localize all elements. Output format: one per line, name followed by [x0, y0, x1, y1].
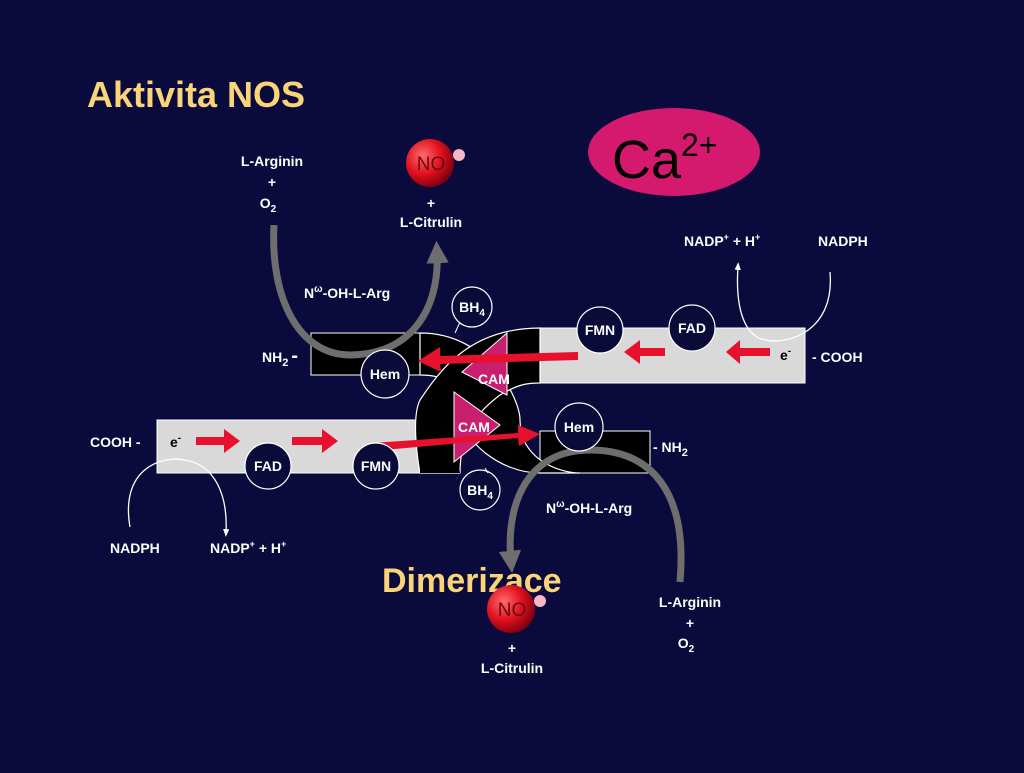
top-bh4-label: BH4	[459, 299, 485, 319]
top-substrate-plus: +	[268, 174, 276, 190]
bottom-intermediate: Nω-OH-L-Arg	[546, 499, 632, 516]
bottom-n-terminus: - NH2	[653, 439, 688, 459]
bottom-no-sphere	[487, 585, 535, 633]
top-fad-circle	[668, 304, 716, 352]
top-electron-label: e-	[780, 346, 791, 363]
top-cam-label: CAM	[478, 371, 510, 387]
bottom-product-plus: +	[508, 640, 516, 656]
bottom-bh4-label: BH4	[467, 482, 493, 502]
bottom-no-radical-dot	[534, 595, 546, 607]
electron-arrows	[196, 340, 770, 453]
bottom-electron-label: e-	[170, 433, 181, 450]
top-c-terminus: - COOH	[812, 349, 863, 365]
top-intermediate: Nω-OH-L-Arg	[304, 284, 390, 301]
top-heme-circle	[360, 349, 410, 399]
bottom-cam-triangle	[453, 391, 501, 464]
top-nadph-label: NADPH	[818, 233, 868, 249]
bottom-bh4-circle	[459, 469, 501, 511]
top-fad-label: FAD	[678, 320, 706, 336]
bottom-fad-circle	[244, 442, 292, 490]
top-n-terminus: NH2-	[262, 345, 298, 369]
slide-title: Aktivita NOS	[87, 74, 305, 115]
bottom-arrow-fad	[292, 429, 338, 453]
bottom-no-product: NO	[487, 585, 546, 633]
top-fmn-circle	[576, 306, 624, 354]
bottom-bh4-tick	[484, 467, 489, 474]
top-no-radical-dot	[453, 149, 465, 161]
bottom-substrate-arginine: L-Arginin	[659, 594, 721, 610]
top-heme-label: Hem	[370, 366, 400, 382]
bottom-fmn-label: FMN	[361, 458, 391, 474]
bottom-nadp-label: NADP+ + H+	[210, 539, 286, 556]
bottom-fmn-circle	[352, 442, 400, 490]
top-no-sphere	[406, 139, 454, 187]
bottom-no-label: NO	[498, 600, 527, 621]
top-substrate-arginine: L-Arginin	[241, 153, 303, 169]
calcium-ellipse	[588, 108, 760, 196]
top-oxygenation-arrow	[270, 224, 449, 359]
top-nadp-label: NADP+ + H+	[684, 232, 760, 249]
top-product-citrulline: L-Citrulin	[400, 214, 462, 230]
bottom-c-terminus: COOH -	[90, 434, 141, 450]
calcium-badge: Ca2+	[588, 108, 760, 196]
top-substrate-o2: O2	[260, 195, 277, 215]
top-arrow-fmn	[624, 340, 665, 364]
top-arrow-fad	[726, 340, 770, 364]
top-bh4-circle	[451, 286, 493, 328]
bottom-nadph-label: NADPH	[110, 540, 160, 556]
bottom-heme-label: Hem	[564, 419, 594, 435]
calcium-label: Ca2+	[612, 127, 718, 190]
bottom-arrow-heme	[372, 425, 540, 451]
bottom-oxygenation-arrow	[498, 446, 685, 583]
bottom-cam-label: CAM	[458, 419, 490, 435]
bottom-arrow-e	[196, 429, 240, 453]
bottom-fad-label: FAD	[254, 458, 282, 474]
top-nadph-arrow	[734, 262, 831, 342]
bottom-substrate-o2: O2	[678, 635, 695, 655]
top-no-label: NO	[417, 154, 446, 175]
top-arrow-heme	[418, 347, 578, 372]
top-fmn-label: FMN	[585, 322, 615, 338]
top-no-product: NO	[406, 139, 465, 187]
bottom-product-citrulline: L-Citrulin	[481, 660, 543, 676]
bottom-substrate-plus: +	[686, 615, 694, 631]
bottom-heme-circle	[554, 402, 604, 452]
top-product-plus: +	[427, 195, 435, 211]
bottom-nadph-arrow	[127, 458, 230, 537]
top-bh4-tick	[454, 321, 461, 334]
top-cam-triangle	[461, 331, 508, 396]
dimerization-label: Dimerizace	[382, 562, 562, 600]
